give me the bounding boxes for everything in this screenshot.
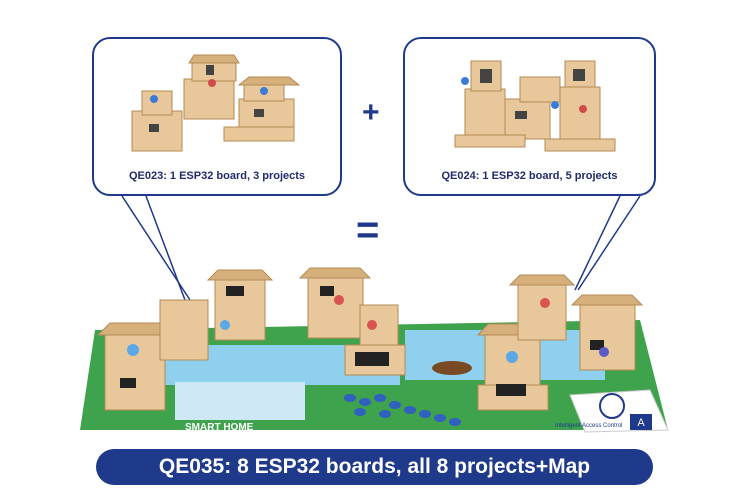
- wooden-buildings: [96, 267, 644, 411]
- qe035-banner: QE035: 8 ESP32 boards, all 8 projects+Ma…: [96, 449, 653, 485]
- smart-home-label: SMART HOME: [185, 422, 254, 433]
- access-control-label: Intelligent Access Control: [555, 423, 622, 429]
- left-pointer-line-2: [145, 195, 186, 301]
- map-table: [432, 361, 472, 375]
- plus-symbol: +: [362, 96, 380, 129]
- map-badge: A: [637, 417, 645, 429]
- equals-symbol: =: [356, 208, 380, 252]
- robot-face-icon: [599, 393, 625, 419]
- qe023-kit-illustration: [131, 54, 301, 152]
- electronic-modules: [120, 286, 604, 396]
- map-badge-box: [630, 414, 652, 430]
- qe024-caption: QE024: 1 ESP32 board, 5 projects: [441, 170, 618, 182]
- qe023-caption: QE023: 1 ESP32 board, 3 projects: [128, 170, 306, 182]
- qe024-kit-illustration: [454, 60, 616, 152]
- qe024-callout: QE024: 1 ESP32 board, 5 projects: [403, 37, 656, 196]
- map-cobble-path: [344, 394, 461, 426]
- character-figures: [127, 295, 609, 363]
- right-pointer-line: [574, 195, 621, 291]
- qe023-callout: QE023: 1 ESP32 board, 3 projects: [92, 37, 342, 196]
- right-pointer-line-2: [577, 195, 641, 291]
- map-pool: [175, 382, 305, 420]
